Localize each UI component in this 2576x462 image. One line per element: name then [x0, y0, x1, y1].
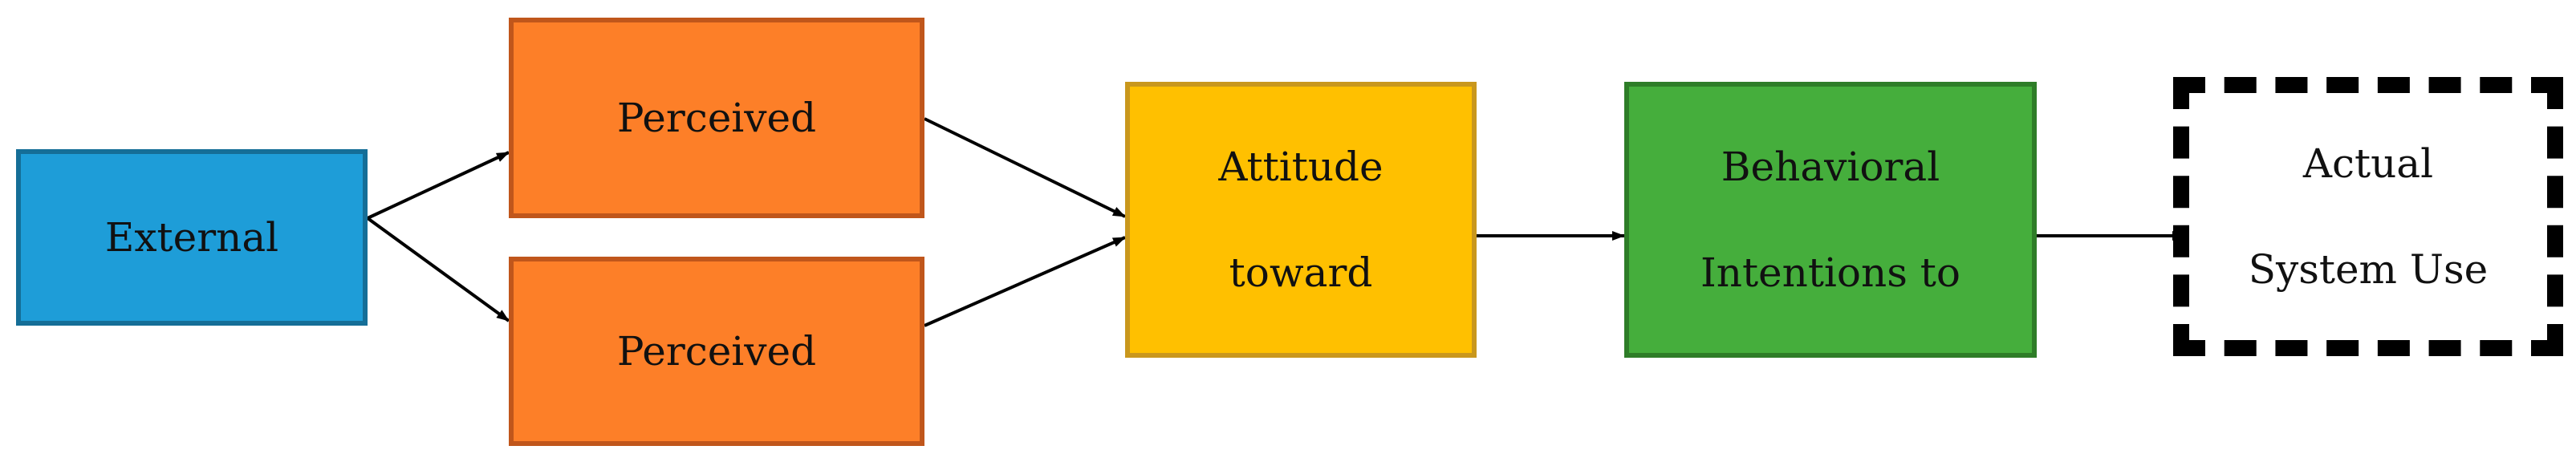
node-external-label: External — [104, 214, 279, 261]
node-perceived-ease-of-use: Perceived — [509, 257, 924, 446]
node-attitude-label-line2: toward — [1229, 249, 1373, 296]
arrow-perceived-usefulness-to-attitude — [924, 117, 1126, 218]
node-behavioral-label-line1: Behavioral — [1721, 144, 1940, 190]
node-perceived-usefulness-label: Perceived — [616, 95, 817, 141]
arrow-perceived-ease-to-attitude — [924, 236, 1126, 327]
node-perceived-ease-label: Perceived — [616, 328, 817, 375]
arrow-external-to-perceived-ease — [366, 217, 510, 322]
node-behavioral-intentions: Behavioral Intentions to — [1624, 82, 2037, 358]
node-behavioral-label-line2: Intentions to — [1700, 249, 1960, 296]
arrow-external-to-perceived-usefulness — [367, 151, 510, 220]
node-perceived-usefulness: Perceived — [509, 18, 924, 218]
node-attitude-label-line1: Attitude — [1218, 144, 1383, 190]
node-actual-system-use: Actual System Use — [2173, 77, 2563, 356]
node-actual-use-label-line1: Actual — [2302, 140, 2434, 187]
node-actual-use-label-line2: System Use — [2248, 246, 2489, 293]
node-external-variables: External — [16, 149, 368, 326]
node-attitude-toward-using: Attitude toward — [1125, 82, 1477, 358]
